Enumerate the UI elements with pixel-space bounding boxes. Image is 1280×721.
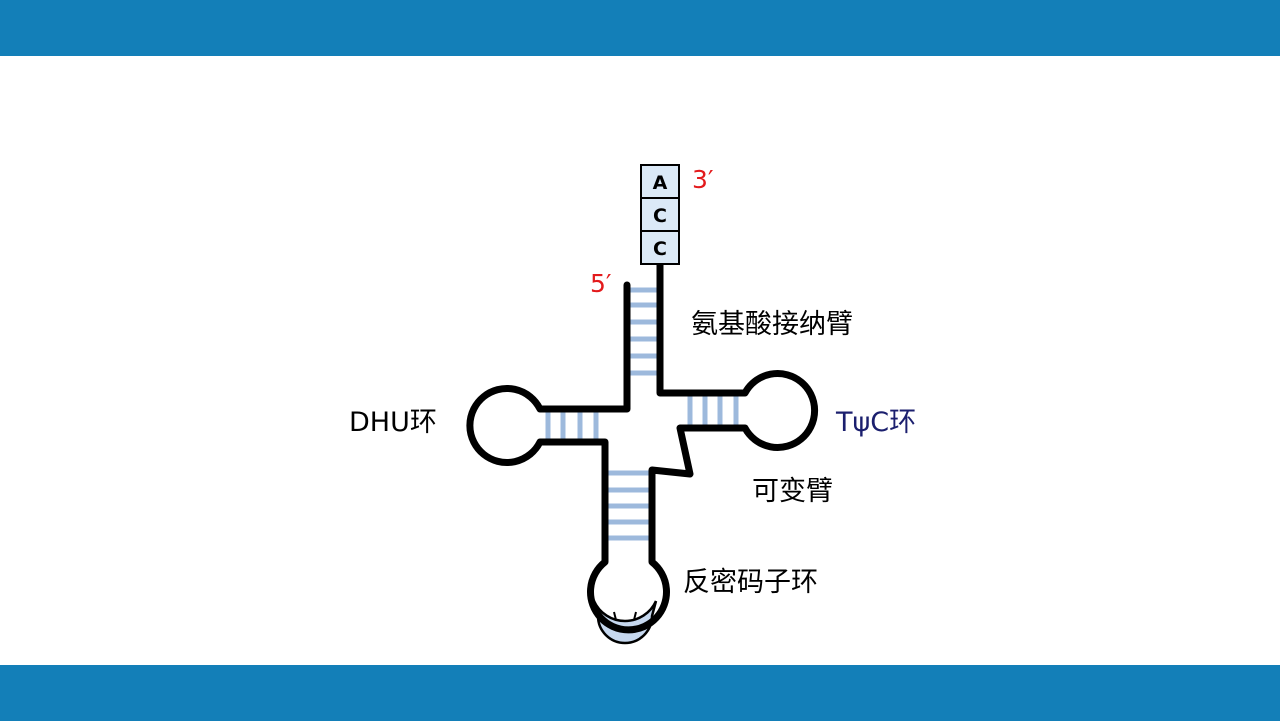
tpsic-loop-label: TψC环 <box>835 407 916 438</box>
base-box <box>640 230 680 265</box>
header-band <box>0 0 1280 56</box>
backbone <box>466 261 819 634</box>
five-prime-end-label: 5′ <box>590 269 612 298</box>
variable-arm-label: 可变臂 <box>752 476 833 507</box>
base-box <box>640 197 680 232</box>
dhu-loop-label: DHU环 <box>349 407 437 438</box>
anticodon-divider <box>633 611 637 621</box>
base-box <box>640 164 680 199</box>
footer-band <box>0 665 1280 721</box>
anticodon-loop-label: 反密码子环 <box>683 567 818 598</box>
base-pairs <box>545 287 739 541</box>
backbone-5prime-strand <box>466 261 819 634</box>
base-letter: C <box>653 205 667 227</box>
three-prime-end-label: 3′ <box>692 165 714 194</box>
acceptor-arm-label: 氨基酸接纳臂 <box>691 309 853 340</box>
acceptor-stem-bases: A C C <box>640 164 680 265</box>
base-letter: A <box>653 172 668 194</box>
base-letter: C <box>653 238 667 260</box>
anticodon-divider <box>613 611 617 621</box>
